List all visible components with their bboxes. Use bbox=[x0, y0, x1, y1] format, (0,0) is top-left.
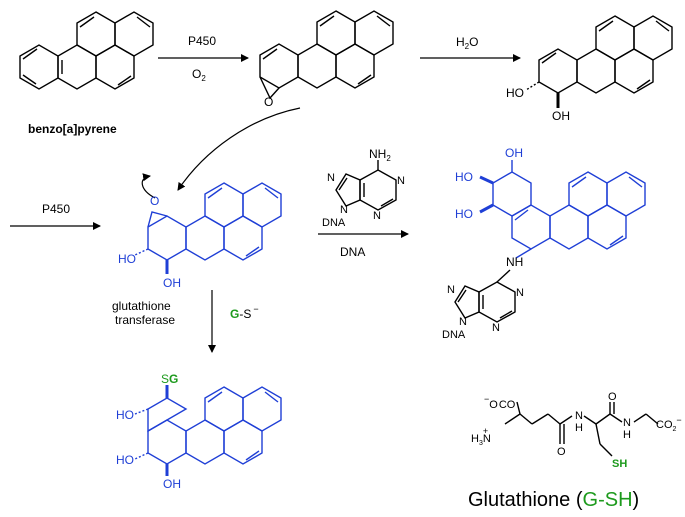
benzopyrene-structure bbox=[19, 11, 154, 90]
p450-top-label: P450 bbox=[188, 34, 216, 48]
adduct-dna-label: DNA bbox=[442, 329, 466, 341]
dna-arrow-label: DNA bbox=[340, 245, 365, 259]
glut-n-2: N bbox=[623, 417, 631, 429]
curved-arrow-back bbox=[177, 107, 301, 191]
glut-h-2: H bbox=[623, 429, 631, 441]
adenine-n7: N bbox=[327, 172, 335, 184]
adenine-nh2: NH2 bbox=[369, 147, 391, 163]
glutathione-title: Glutathione (G-SH) bbox=[468, 489, 639, 511]
glut-h-1: H bbox=[575, 422, 583, 434]
diol-structure bbox=[525, 15, 673, 108]
adduct-oh-top: OH bbox=[505, 146, 523, 160]
adduct-adenine-n1: N bbox=[516, 287, 524, 299]
conjugate-ho-upper: HO bbox=[116, 408, 134, 422]
glut-o-2: O bbox=[608, 391, 617, 403]
conjugate-ho-lower: HO bbox=[116, 453, 134, 467]
diol-epoxide-structure bbox=[134, 182, 282, 274]
glutathione-structure bbox=[504, 401, 659, 457]
glut-sh: SH bbox=[612, 458, 627, 470]
glut-label-2: transferase bbox=[115, 313, 175, 327]
epoxide-structure bbox=[259, 10, 394, 100]
adduct-adenine-n7: N bbox=[447, 284, 455, 296]
glut-label-1: glutathione bbox=[112, 299, 171, 313]
diol-epoxide-ho: HO bbox=[118, 252, 136, 266]
conjugate-oh: OH bbox=[163, 477, 181, 491]
benzopyrene-label: benzo[a]pyrene bbox=[28, 122, 117, 136]
o2-label: O2 bbox=[192, 67, 206, 83]
diol-epoxide-oh: OH bbox=[163, 276, 181, 290]
adduct-adenine-structure bbox=[454, 269, 516, 323]
adduct-ho-lower: HO bbox=[455, 207, 473, 221]
adenine-n3: N bbox=[373, 210, 381, 222]
adduct-adenine-n3: N bbox=[492, 322, 500, 334]
adenine-dna-label: DNA bbox=[322, 217, 346, 229]
dna-adduct-structure bbox=[479, 160, 646, 259]
adenine-reagent-structure bbox=[335, 160, 397, 211]
glut-carboxylate-left: −OCO bbox=[484, 394, 516, 411]
glut-n-1: N bbox=[575, 410, 583, 422]
glutathione-conjugate-structure bbox=[134, 385, 282, 476]
diol-ho: HO bbox=[506, 86, 524, 100]
diol-oh: OH bbox=[552, 109, 570, 123]
epoxide-o-atom: O bbox=[264, 95, 273, 109]
conjugate-sg: SG bbox=[161, 372, 178, 386]
adduct-nh: NH bbox=[506, 255, 523, 269]
adduct-ho-upper: HO bbox=[455, 170, 473, 184]
p450-left-label: P450 bbox=[42, 202, 70, 216]
glut-o-1: O bbox=[557, 446, 566, 458]
adenine-n1: N bbox=[397, 175, 405, 187]
gs-label: G-S− bbox=[230, 304, 259, 321]
h2o-label: H2O bbox=[456, 35, 478, 51]
glut-carboxylate-right: CO2− bbox=[656, 415, 682, 433]
adenine-n9: N bbox=[340, 204, 348, 216]
glut-h3n: H3N+ bbox=[471, 426, 491, 447]
curved-arrow-epoxide bbox=[141, 173, 156, 199]
diol-epoxide-o: O bbox=[150, 194, 159, 208]
adduct-adenine-n9: N bbox=[459, 316, 467, 328]
